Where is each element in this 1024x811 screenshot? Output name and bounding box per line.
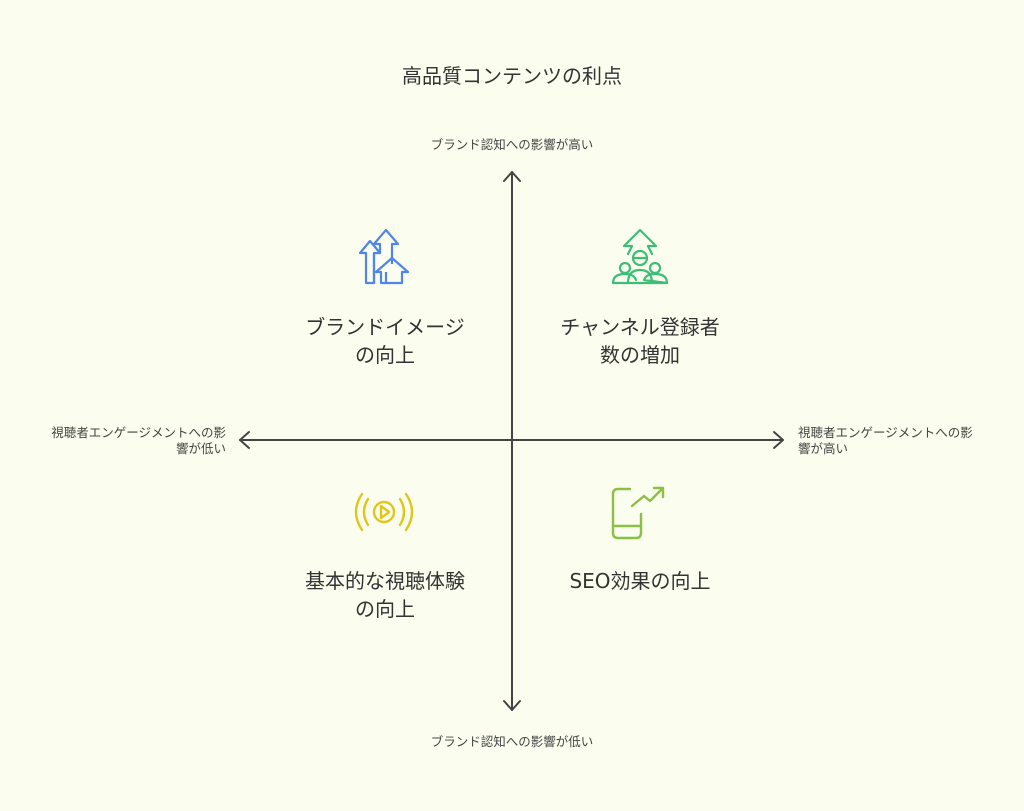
- audience-growth-icon: [611, 228, 669, 285]
- arrow-right-icon: [773, 431, 784, 449]
- axis-label-left-line1: 視聴者エンゲージメントへの影: [51, 425, 226, 440]
- quadrant-top-left-line2: の向上: [355, 343, 415, 367]
- axis-label-left: 視聴者エンゲージメントへの影 響が低い: [26, 425, 226, 457]
- axis-label-right-line2: 響が高い: [798, 441, 849, 456]
- quadrant-bottom-left-line1: 基本的な視聴体験: [305, 569, 465, 593]
- quadrant-top-right-line1: チャンネル登録者: [560, 315, 720, 339]
- quadrant-top-right-line2: 数の増加: [600, 343, 680, 367]
- axis-label-top: ブランド認知への影響が高い: [430, 137, 594, 152]
- quadrant-bottom-right: SEO効果の向上: [520, 567, 760, 595]
- diagram-title: 高品質コンテンツの利点: [402, 64, 622, 88]
- arrows-up-icon: [358, 228, 410, 285]
- quadrant-top-left: ブランドイメージ の向上: [265, 313, 505, 369]
- quadrant-bottom-left-line2: の向上: [355, 597, 415, 621]
- broadcast-play-icon: [354, 492, 414, 532]
- arrow-up-icon: [503, 171, 521, 182]
- mobile-trend-icon: [611, 486, 665, 540]
- axis-label-right: 視聴者エンゲージメントへの影 響が高い: [798, 425, 998, 457]
- arrow-down-icon: [503, 700, 521, 711]
- arrow-left-icon: [239, 431, 250, 449]
- quadrant-bottom-right-line1: SEO効果の向上: [569, 569, 711, 593]
- quadrant-top-right: チャンネル登録者 数の増加: [520, 313, 760, 369]
- quadrant-top-left-line1: ブランドイメージ: [305, 315, 465, 339]
- axis-label-right-line1: 視聴者エンゲージメントへの影: [798, 425, 973, 440]
- quadrant-bottom-left: 基本的な視聴体験 の向上: [265, 567, 505, 623]
- axis-label-bottom: ブランド認知への影響が低い: [430, 734, 594, 749]
- axis-label-left-line2: 響が低い: [175, 441, 226, 456]
